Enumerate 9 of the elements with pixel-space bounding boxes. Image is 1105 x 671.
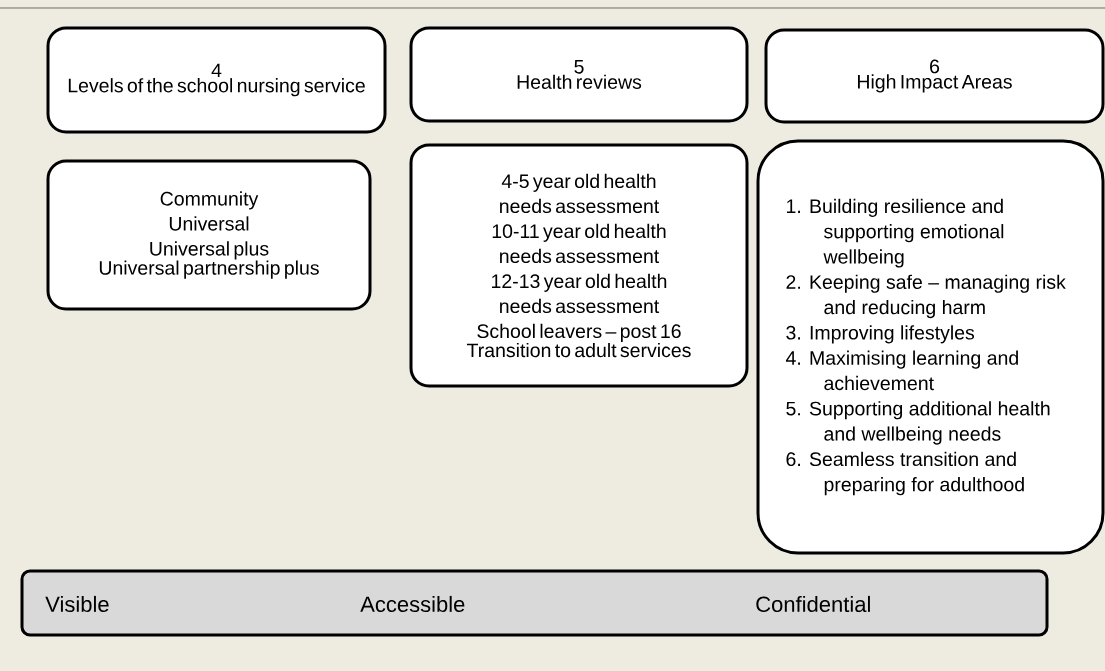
text-box: 4-5 year old health needs assessment 10-11 year old health needs assessment 12-13 year old health needs assessment School leavers – post 16 Transition to adult services	[409, 143, 749, 388]
scale-label: Confidential	[756, 595, 870, 613]
text-box: 5 Health reviews	[409, 26, 749, 123]
list-box: 1. Building resilience and supporting emotional wellbeing 2. Keeping safe – managing risk and reducing harm 3. Improving lifestyles 4. Maximising learning and achievement 5. Supporting additional health and wellbeing needs 6. Seamless transition and preparing for adulthood	[756, 139, 1105, 555]
text-box: Community Universal Universal plus Universal partnership plus	[46, 159, 372, 311]
text-box: 4 Levels of the school nursing service	[46, 26, 387, 134]
scale-label: Accessible	[360, 595, 465, 613]
text-box: 6 High Impact Areas	[764, 28, 1105, 124]
scale-label: Visible	[45, 595, 109, 613]
